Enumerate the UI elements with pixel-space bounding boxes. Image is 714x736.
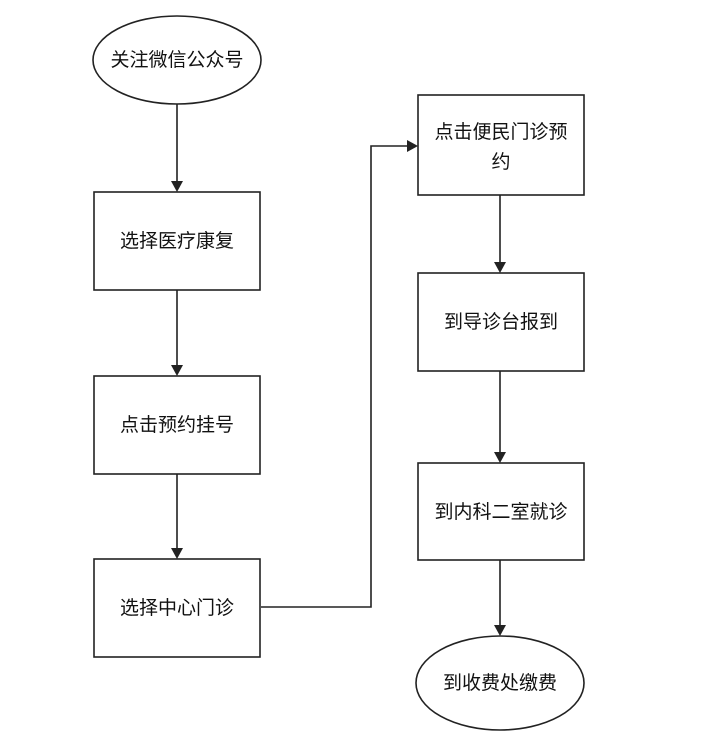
process-box — [417, 94, 585, 196]
process-box — [93, 558, 261, 658]
node-click-clinic: 点击便民门诊预 约 — [417, 94, 585, 196]
node-follow-wechat: 关注微信公众号 — [92, 15, 262, 105]
node-label: 到导诊台报到 — [444, 311, 558, 333]
edges — [171, 103, 506, 636]
node-select-medical: 选择医疗康复 — [93, 191, 261, 291]
arrowhead — [407, 140, 418, 152]
node-select-center: 选择中心门诊 — [93, 558, 261, 658]
node-label: 选择中心门诊 — [120, 597, 234, 619]
node-label-line1: 点击便民门诊预 — [434, 121, 567, 143]
end-ellipse — [415, 635, 585, 731]
node-label: 到内科二室就诊 — [434, 501, 567, 523]
node-label-line2: 约 — [491, 151, 510, 173]
node-pay: 到收费处缴费 — [415, 635, 585, 731]
node-label: 到收费处缴费 — [443, 672, 557, 694]
node-label: 选择医疗康复 — [120, 230, 234, 252]
arrowhead — [171, 548, 183, 559]
arrowhead — [171, 181, 183, 192]
start-ellipse — [92, 15, 262, 105]
process-box — [417, 462, 585, 561]
arrowhead — [494, 625, 506, 636]
node-visit-internal: 到内科二室就诊 — [417, 462, 585, 561]
process-box — [417, 272, 585, 372]
arrowhead — [171, 365, 183, 376]
process-box — [93, 375, 261, 475]
process-box — [93, 191, 261, 291]
arrowhead — [494, 262, 506, 273]
arrowhead — [494, 452, 506, 463]
node-label: 关注微信公众号 — [110, 49, 243, 71]
edge-select-center-to-click-clinic — [261, 145, 409, 608]
node-checkin: 到导诊台报到 — [417, 272, 585, 372]
node-click-reserve: 点击预约挂号 — [93, 375, 261, 475]
node-label: 点击预约挂号 — [120, 414, 234, 436]
